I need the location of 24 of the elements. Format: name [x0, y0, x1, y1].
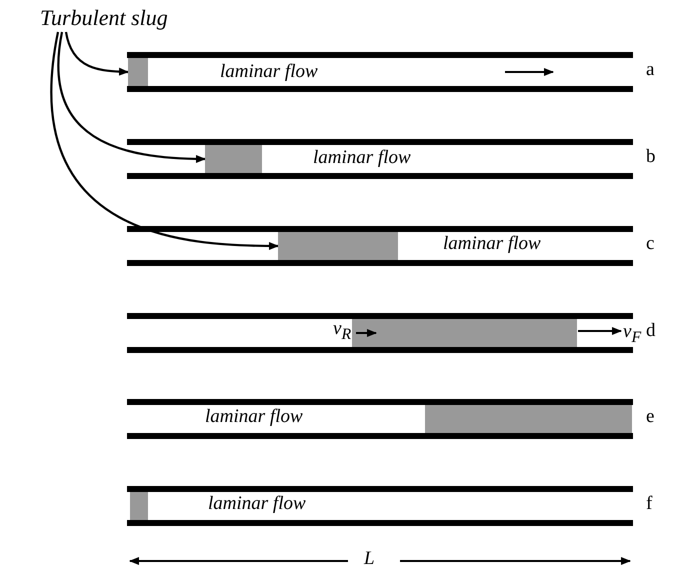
turbulent-slug [278, 232, 398, 260]
turbulent-slug [128, 58, 148, 86]
dimension-label: L [364, 549, 375, 569]
row-letter: c [646, 234, 654, 254]
velocity-label: v$_{F}$ [623, 322, 642, 348]
velocity-label: v$_{R}$ [333, 319, 352, 345]
row-letter: d [646, 321, 656, 341]
row-letter: f [646, 494, 652, 514]
row-letter: a [646, 60, 654, 80]
row-letter: e [646, 407, 654, 427]
turbulent-slug [130, 492, 148, 520]
curved-arrow [50, 32, 279, 250]
flow-label: laminar flow [208, 494, 306, 514]
flow-label: laminar flow [313, 148, 411, 168]
turbulent-slug [425, 405, 632, 433]
curved-arrow [58, 32, 206, 163]
label-text: Turbulent slug [40, 6, 168, 30]
turbulent-slug [205, 145, 262, 173]
flow-label: laminar flow [443, 234, 541, 254]
curved-arrow [64, 32, 129, 76]
row-letter: b [646, 147, 656, 167]
flow-label: laminar flow [220, 62, 318, 82]
flow-label: laminar flow [205, 407, 303, 427]
turbulent-slug [352, 319, 577, 347]
